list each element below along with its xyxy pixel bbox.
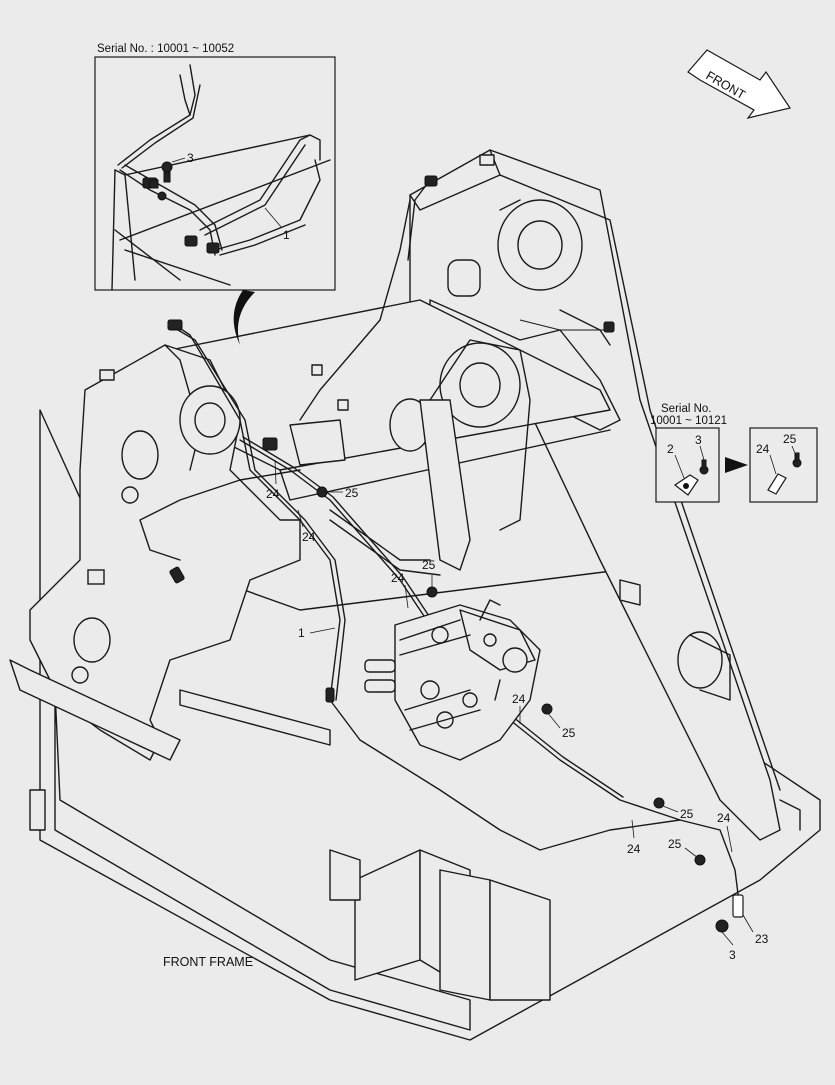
callout-24-d: 24 xyxy=(512,692,526,706)
callout-24-e: 24 xyxy=(627,842,641,856)
callout-24-f: 24 xyxy=(717,811,731,825)
inset-right-serial-2: 10001 ~ 10121 xyxy=(650,415,727,427)
front-arrow: FRONT xyxy=(687,49,791,119)
callout-3-inset: 3 xyxy=(187,151,194,165)
callout-24-b: 24 xyxy=(302,530,316,544)
callout-25-d: 25 xyxy=(680,807,694,821)
callout-23: 23 xyxy=(755,932,769,946)
callout-1-main: 1 xyxy=(298,626,305,640)
callout-24-c: 24 xyxy=(391,571,405,585)
callout-25-right: 25 xyxy=(783,432,797,446)
callout-25-e: 25 xyxy=(668,837,682,851)
front-frame-caption: FRONT FRAME xyxy=(163,955,253,969)
callout-3-right: 3 xyxy=(695,433,702,447)
callout-3-bottom: 3 xyxy=(729,948,736,962)
callout-labels: 24 25 24 24 25 1 24 25 25 24 25 24 3 23 xyxy=(266,459,769,962)
inset-detail-right: Serial No. 10001 ~ 10121 2 3 24 25 xyxy=(650,403,818,503)
callout-1-inset: 1 xyxy=(283,228,290,242)
callout-2-right: 2 xyxy=(667,442,674,456)
control-valve xyxy=(364,599,541,761)
inset-detail-top: 3 1 xyxy=(94,56,336,291)
inset-arrow xyxy=(725,457,748,473)
wire-harness xyxy=(139,175,744,933)
callout-24-right: 24 xyxy=(756,442,770,456)
inset-pointer xyxy=(233,290,255,345)
callout-25-b: 25 xyxy=(422,558,436,572)
front-frame xyxy=(9,149,821,1041)
callout-25-a: 25 xyxy=(345,486,359,500)
callout-25-c: 25 xyxy=(562,726,576,740)
inset-top-serial: Serial No. : 10001 ~ 10052 xyxy=(97,43,234,55)
callout-24-a: 24 xyxy=(266,487,280,501)
inset-right-serial-1: Serial No. xyxy=(661,403,712,415)
